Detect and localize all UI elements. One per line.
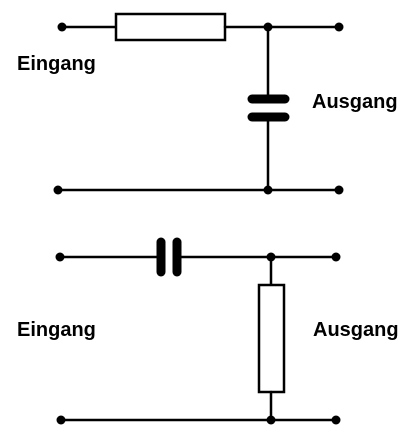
output-terminal-top [334, 22, 344, 32]
output-label: Ausgang [313, 319, 399, 341]
series-resistor [114, 12, 227, 42]
circuit-lowpass: Eingang Ausgang [17, 12, 398, 195]
junction-bottom [266, 415, 276, 425]
junction-bottom [263, 185, 273, 195]
input-terminal-bottom [56, 415, 66, 425]
output-label: Ausgang [312, 91, 398, 113]
output-terminal-bottom [334, 185, 344, 195]
circuit-highpass: Eingang Ausgang [17, 237, 399, 425]
junction-top [263, 22, 273, 32]
output-terminal-bottom [331, 415, 341, 425]
shunt-resistor [257, 283, 286, 394]
input-terminal-top [55, 252, 65, 262]
output-terminal-top [331, 252, 341, 262]
input-terminal-top [57, 22, 67, 32]
junction-top [266, 252, 276, 262]
input-label: Eingang [17, 319, 96, 341]
input-label: Eingang [17, 53, 96, 75]
input-terminal-bottom [53, 185, 63, 195]
